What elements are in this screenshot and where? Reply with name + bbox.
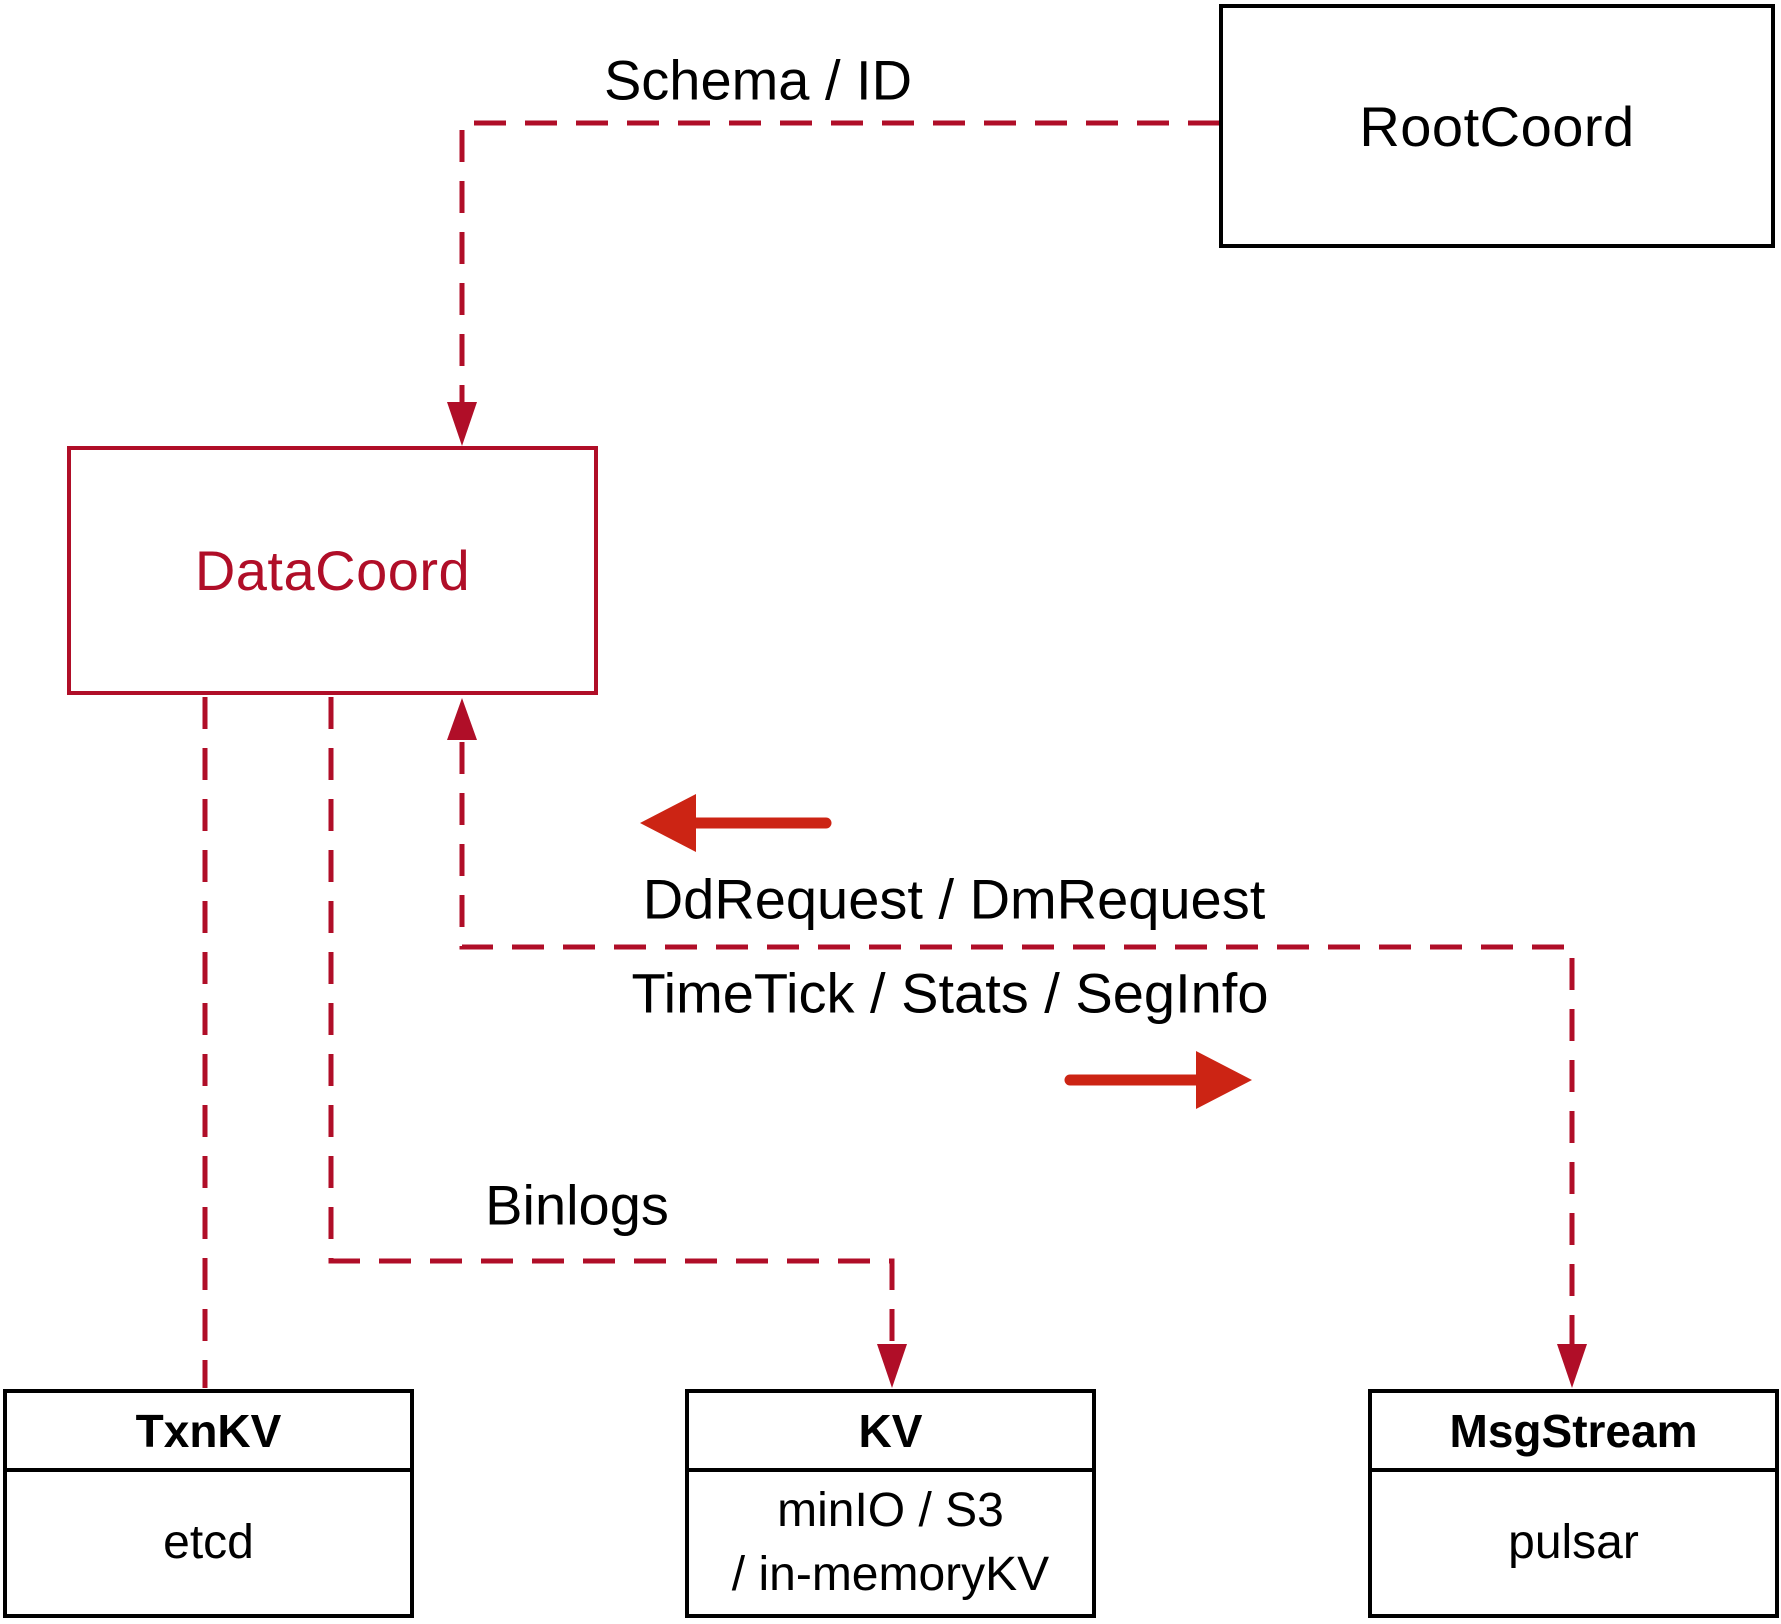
edge-label-ddrequest: DdRequest / DmRequest — [642, 867, 1266, 931]
ddrequest-arrowhead-up-icon — [447, 698, 477, 740]
txnkv-title: TxnKV — [7, 1393, 410, 1472]
msgstream-body: pulsar — [1508, 1516, 1639, 1569]
kv-body: minIO / S3 / in-memoryKV — [689, 1472, 1092, 1614]
edge-label-schema-id: Schema / ID — [603, 48, 913, 112]
connector-schema-id — [459, 120, 1220, 404]
edge-label-timetick: TimeTick / Stats / SegInfo — [631, 961, 1269, 1025]
node-msgstream: MsgStream pulsar — [1368, 1389, 1779, 1618]
kv-body-line-2: / in-memoryKV — [731, 1548, 1050, 1601]
connector-binlogs — [328, 697, 895, 1346]
binlogs-arrowhead-down-icon — [877, 1344, 907, 1388]
rootcoord-label: RootCoord — [1359, 94, 1635, 158]
msgstream-title: MsgStream — [1372, 1393, 1775, 1472]
schema-id-arrowhead-down-icon — [447, 402, 477, 446]
txnkv-body: etcd — [163, 1516, 254, 1569]
timetick-direction-arrow-right-icon — [1196, 1051, 1252, 1109]
timetick-arrowhead-down-icon — [1557, 1344, 1587, 1388]
connector-ddrequest-timetick — [459, 742, 1575, 1346]
kv-body-line-1: minIO / S3 — [777, 1484, 1004, 1537]
ddrequest-direction-arrow-left-icon — [640, 794, 696, 852]
node-txnkv: TxnKV etcd — [3, 1389, 414, 1618]
datacoord-label: DataCoord — [194, 539, 471, 602]
node-datacoord: DataCoord — [67, 446, 598, 695]
node-kv: KV minIO / S3 / in-memoryKV — [685, 1389, 1096, 1618]
node-rootcoord: RootCoord — [1219, 4, 1775, 248]
kv-title: KV — [689, 1393, 1092, 1472]
edge-label-binlogs: Binlogs — [485, 1173, 669, 1237]
